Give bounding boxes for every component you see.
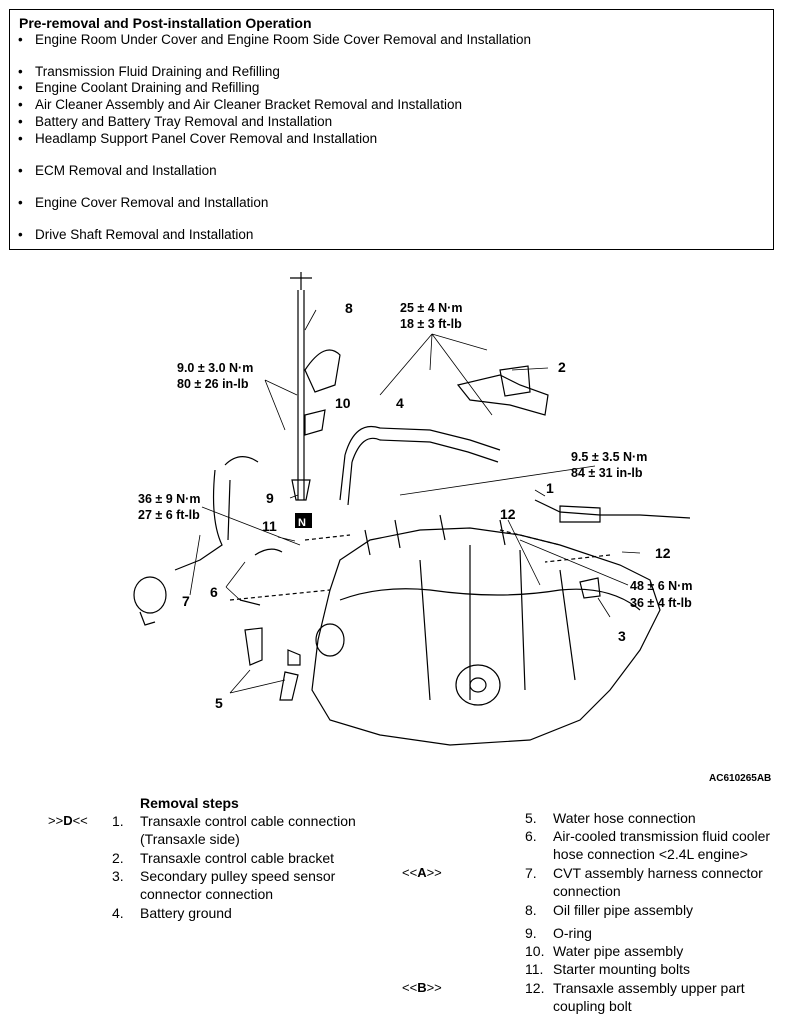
step-12-line2: coupling bolt bbox=[553, 998, 632, 1014]
callout-11: 11 bbox=[262, 518, 277, 534]
callout-10: 10 bbox=[335, 395, 351, 411]
torque-36ftlb: 36 ± 4 ft-lb bbox=[630, 596, 692, 610]
step-6: 6.Air-cooled transmission fluid cooler bbox=[525, 828, 771, 844]
callout-7: 7 bbox=[182, 593, 190, 609]
pre-removal-title: Pre-removal and Post-installation Operat… bbox=[19, 15, 312, 31]
step-8: 8.Oil filler pipe assembly bbox=[525, 902, 694, 918]
step-5: 5.Water hose connection bbox=[525, 810, 696, 826]
callout-9: 9 bbox=[266, 490, 274, 506]
callout-8: 8 bbox=[345, 300, 353, 316]
step-3-line2: connector connection bbox=[140, 886, 274, 902]
tag-a: <<A>> bbox=[402, 865, 442, 880]
pre-item: •Engine Cover Removal and Installation bbox=[18, 195, 269, 210]
pre-removal-box: Pre-removal and Post-installation Operat… bbox=[9, 9, 774, 250]
callout-5: 5 bbox=[215, 695, 223, 711]
torque-9-5nm: 9.5 ± 3.5 N·m bbox=[571, 450, 647, 464]
step-6-line2: hose connection <2.4L engine> bbox=[553, 846, 748, 862]
callout-12a: 12 bbox=[500, 506, 516, 522]
callout-3: 3 bbox=[618, 628, 626, 644]
new-part-marker bbox=[295, 513, 312, 528]
step-11: 11.Starter mounting bolts bbox=[525, 961, 690, 977]
tag-d: >>D<< bbox=[48, 813, 88, 828]
pre-item: •Engine Room Under Cover and Engine Room… bbox=[18, 32, 532, 47]
step-3: 3.Secondary pulley speed sensor bbox=[112, 868, 336, 884]
torque-36nm: 36 ± 9 N·m bbox=[138, 492, 200, 506]
tag-b: <<B>> bbox=[402, 980, 442, 995]
pre-item: •Engine Coolant Draining and Refilling bbox=[18, 80, 260, 95]
torque-48nm: 48 ± 6 N·m bbox=[630, 579, 692, 593]
transaxle-exploded-diagram: 8 2 10 4 1 9 11 12 12 6 7 3 5 N 9.0 ± 3.… bbox=[0, 260, 800, 790]
diagram-drawing: 8 2 10 4 1 9 11 12 12 6 7 3 5 N 9.0 ± 3.… bbox=[133, 272, 692, 746]
torque-80inlb: 80 ± 26 in-lb bbox=[177, 377, 249, 391]
step-7-line2: connection bbox=[553, 883, 621, 899]
callout-6: 6 bbox=[210, 584, 218, 600]
callout-4: 4 bbox=[396, 395, 404, 411]
removal-steps-title: Removal steps bbox=[140, 795, 239, 811]
step-1: 1.Transaxle control cable connection bbox=[112, 813, 356, 829]
n-mark-label: N bbox=[298, 517, 306, 529]
step-7: 7.CVT assembly harness connector bbox=[525, 865, 763, 881]
pre-item: •ECM Removal and Installation bbox=[18, 163, 217, 178]
callout-2: 2 bbox=[558, 359, 566, 375]
pre-item: •Drive Shaft Removal and Installation bbox=[18, 227, 254, 242]
torque-27ftlb: 27 ± 6 ft-lb bbox=[138, 508, 200, 522]
step-10: 10.Water pipe assembly bbox=[525, 943, 684, 959]
water-hose bbox=[239, 548, 283, 666]
oil-filler-pipe bbox=[297, 290, 305, 500]
torque-18ftlb: 18 ± 3 ft-lb bbox=[400, 317, 462, 331]
figure-id: AC610265AB bbox=[709, 773, 772, 784]
step-2: 2.Transaxle control cable bracket bbox=[112, 850, 335, 866]
control-cable bbox=[534, 499, 691, 519]
torque-9nm: 9.0 ± 3.0 N·m bbox=[177, 361, 253, 375]
cooler-hose bbox=[174, 456, 259, 571]
step-9: 9.O-ring bbox=[525, 925, 592, 941]
transaxle-housing bbox=[311, 527, 661, 746]
pre-item: •Transmission Fluid Draining and Refilli… bbox=[18, 64, 280, 79]
callout-12b: 12 bbox=[655, 545, 671, 561]
torque-25nm: 25 ± 4 N·m bbox=[400, 301, 462, 315]
callout-1: 1 bbox=[546, 480, 554, 496]
pre-item: •Headlamp Support Panel Cover Removal an… bbox=[18, 131, 378, 146]
step-4: 4.Battery ground bbox=[112, 905, 232, 921]
torque-84inlb: 84 ± 31 in-lb bbox=[571, 466, 643, 480]
pre-item: •Battery and Battery Tray Removal and In… bbox=[18, 114, 333, 129]
step-12: 12.Transaxle assembly upper part bbox=[525, 980, 745, 996]
pre-item: •Air Cleaner Assembly and Air Cleaner Br… bbox=[18, 97, 462, 112]
step-1-line2: (Transaxle side) bbox=[140, 831, 240, 847]
cable-bracket bbox=[456, 374, 549, 416]
water-pipe bbox=[344, 426, 501, 456]
